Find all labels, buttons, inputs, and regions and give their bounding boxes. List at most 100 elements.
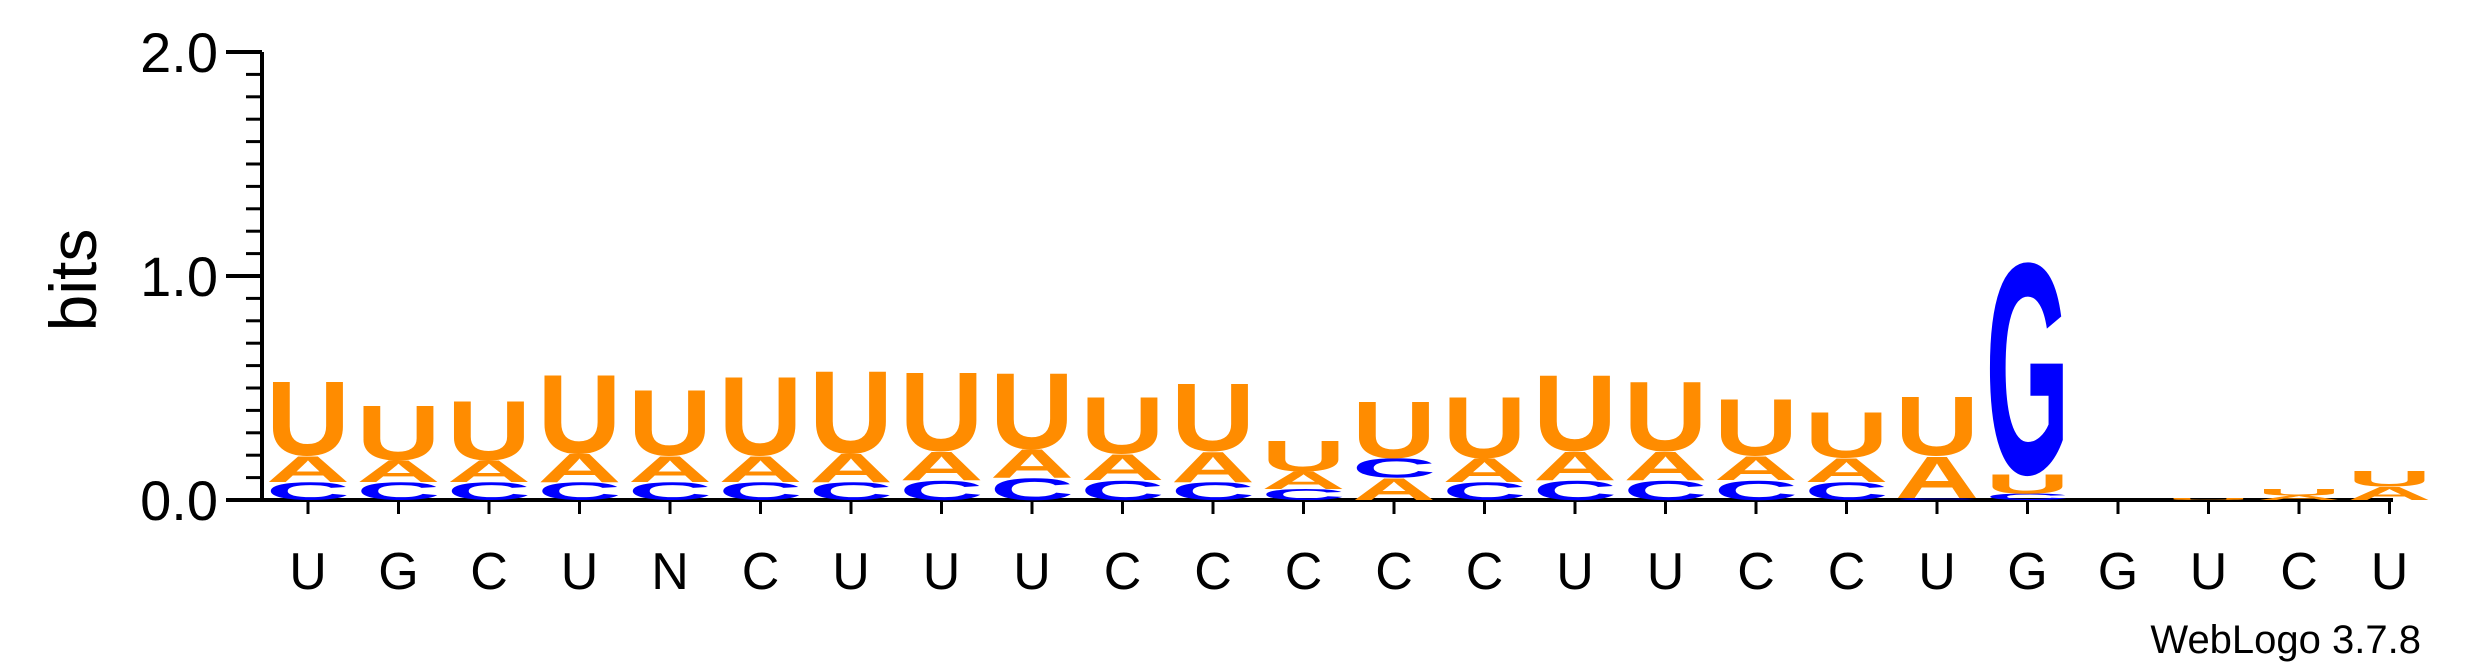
logo-letter-glyph: C xyxy=(357,478,441,506)
position-label: C xyxy=(1466,543,1504,601)
logo-letter-glyph: U xyxy=(266,359,350,478)
logo-letter-glyph: U xyxy=(809,346,893,478)
logo-letter-U: U xyxy=(1805,399,1889,472)
logo-letter-U: U xyxy=(1081,380,1165,470)
position-label: U xyxy=(1013,543,1051,601)
logo-letter-glyph: U xyxy=(1081,380,1165,470)
position-label: C xyxy=(1828,543,1866,601)
logo-letter-C: C xyxy=(1805,478,1889,506)
logo-letter-glyph: A xyxy=(719,449,803,490)
position-label: U xyxy=(1556,543,1594,601)
logo-letter-A: A xyxy=(2257,494,2341,501)
weblogo-credit: WebLogo 3.7.8 xyxy=(2150,618,2421,662)
logo-letter-A: A xyxy=(1895,444,1979,511)
logo-letter-A: A xyxy=(809,446,893,491)
position-label: C xyxy=(1285,543,1323,601)
logo-letter-glyph: A xyxy=(2257,494,2341,501)
position-label: C xyxy=(2280,543,2318,601)
logo-letter-U: U xyxy=(1533,352,1617,474)
position-label: U xyxy=(2371,543,2409,601)
logo-letter-glyph: C xyxy=(1443,478,1527,506)
logo-letter-C: C xyxy=(1985,492,2069,502)
y-tick-label: 0.0 xyxy=(140,469,218,532)
logo-letter-glyph: C xyxy=(266,478,350,506)
logo-letter-A: A xyxy=(719,449,803,490)
logo-letter-A: A xyxy=(1805,451,1889,489)
logo-letter-C: C xyxy=(900,475,984,506)
logo-letter-glyph: A xyxy=(1895,444,1979,511)
logo-letter-glyph: A xyxy=(1805,451,1889,489)
position-label: C xyxy=(1194,543,1232,601)
logo-letter-A: A xyxy=(1624,444,1708,489)
logo-letter-glyph: A xyxy=(1081,447,1165,488)
logo-letter-A: A xyxy=(1262,466,1346,494)
logo-letter-A: A xyxy=(1714,449,1798,487)
logo-letter-U: U xyxy=(900,351,984,476)
logo-letter-U: U xyxy=(809,346,893,478)
logo-letter-glyph: A xyxy=(628,449,712,490)
logo-letter-glyph: A xyxy=(1443,451,1527,489)
logo-letter-C: C xyxy=(1352,452,1436,483)
logo-letter-C: C xyxy=(719,478,803,506)
logo-letter-glyph: A xyxy=(1171,442,1255,491)
logo-letter-glyph: U xyxy=(356,389,440,476)
position-label: N xyxy=(651,543,689,601)
logo-letter-U: U xyxy=(2257,487,2341,497)
logo-letter-U: U xyxy=(447,384,531,478)
logo-letter-C: C xyxy=(1262,486,1346,503)
logo-letter-glyph: U xyxy=(2257,487,2341,497)
logo-letter-glyph: G xyxy=(1986,201,2070,538)
logo-letter-glyph: A xyxy=(809,446,893,491)
logo-letter-glyph: C xyxy=(719,478,803,506)
logo-letter-U: U xyxy=(990,350,1074,472)
logo-letter-A: A xyxy=(628,449,712,490)
logo-letter-glyph: A xyxy=(1714,449,1798,487)
logo-letter-glyph: A xyxy=(538,446,622,491)
position-label: U xyxy=(561,543,599,601)
logo-letter-A: A xyxy=(990,441,1074,486)
logo-letter-glyph: U xyxy=(1986,468,2070,499)
logo-letter-C: C xyxy=(1443,478,1527,506)
logo-letter-glyph: C xyxy=(447,478,531,506)
logo-letter-glyph: C xyxy=(900,475,984,506)
logo-letter-G: G xyxy=(1986,201,2070,538)
logo-letter-U: U xyxy=(2166,497,2250,500)
position-label: U xyxy=(1647,543,1685,601)
logo-letter-glyph: C xyxy=(1624,475,1708,506)
logo-letter-C: C xyxy=(1533,475,1617,506)
logo-letter-glyph: U xyxy=(1895,380,1979,474)
logo-letter-C: C xyxy=(1714,475,1798,506)
letter-stacks: CAUCAUCAUCAUCAUCAUCAUCAUCAUCAUCAUCAUACUC… xyxy=(266,201,2431,538)
logo-letter-glyph: A xyxy=(1533,444,1617,489)
logo-letter-U: U xyxy=(1714,383,1798,473)
position-label: C xyxy=(1104,543,1142,601)
logo-letter-U: U xyxy=(2348,467,2432,491)
logo-letter-glyph: U xyxy=(628,372,712,476)
logo-letter-glyph: U xyxy=(900,351,984,476)
logo-letter-U: U xyxy=(1623,361,1707,472)
logo-letter-C: C xyxy=(1624,475,1708,506)
position-label: G xyxy=(378,543,418,601)
y-tick-label: 1.0 xyxy=(140,245,218,308)
logo-letter-A: A xyxy=(2348,483,2432,504)
logo-letter-glyph: C xyxy=(990,472,1074,507)
logo-letter-glyph: C xyxy=(1805,478,1889,506)
logo-letter-glyph: U xyxy=(1262,431,1346,480)
logo-letter-glyph: A xyxy=(990,441,1074,486)
logo-letter-glyph: U xyxy=(1443,379,1527,476)
logo-letter-glyph: C xyxy=(1262,486,1346,503)
logo-letter-glyph: C xyxy=(809,478,893,506)
logo-letter-glyph: C xyxy=(1895,497,1979,500)
logo-letter-C: C xyxy=(538,478,622,506)
logo-letter-U: U xyxy=(1986,468,2070,499)
logo-letter-glyph: A xyxy=(900,444,984,489)
position-label: U xyxy=(289,543,327,601)
logo-letter-A: A xyxy=(538,446,622,491)
position-label: C xyxy=(742,543,780,601)
logo-letter-glyph: C xyxy=(1985,492,2069,502)
logo-letter-glyph: U xyxy=(538,353,622,478)
logo-letter-glyph: C xyxy=(1352,452,1436,483)
logo-letter-glyph: C xyxy=(1714,475,1798,506)
